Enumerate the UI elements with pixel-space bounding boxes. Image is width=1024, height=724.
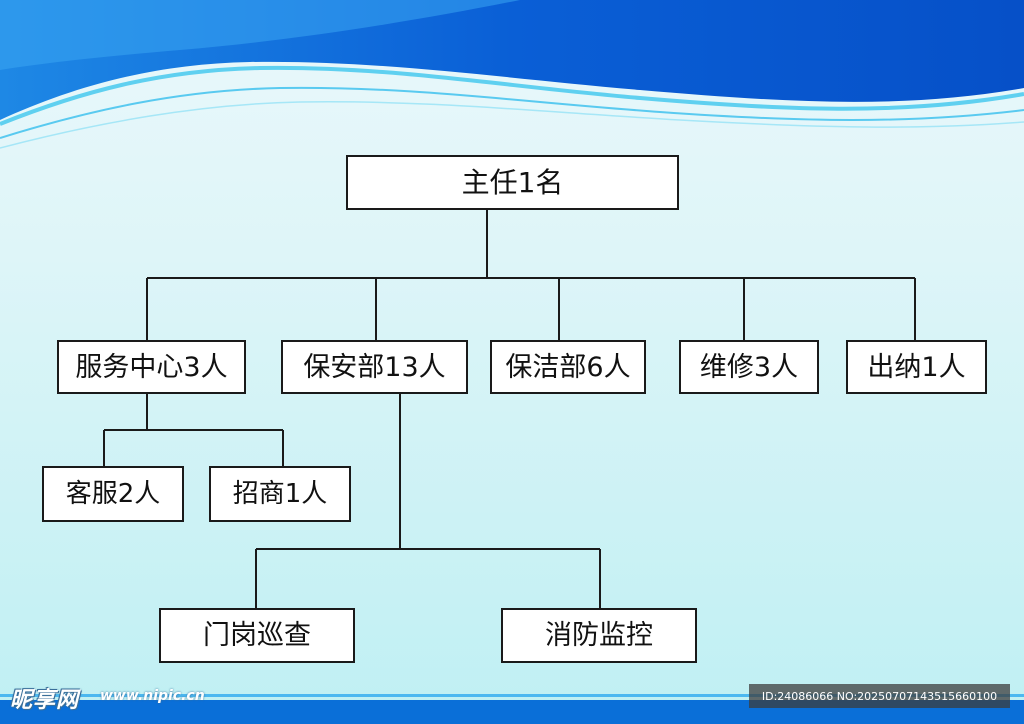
node-cashier: 出纳1人 — [846, 340, 987, 394]
node-director: 主任1名 — [346, 155, 679, 210]
node-fire-monitoring: 消防监控 — [501, 608, 697, 663]
footer-line — [0, 694, 1024, 697]
watermark-url: www.nipic.cn — [100, 688, 205, 704]
watermark-id: ID:24086066 NO:20250707143515660100 — [749, 684, 1010, 708]
connectors — [103, 209, 916, 609]
node-maintenance: 维修3人 — [679, 340, 819, 394]
node-service-center: 服务中心3人 — [57, 340, 246, 394]
node-leasing: 招商1人 — [209, 466, 351, 522]
watermark-logo: 昵享网 — [10, 688, 80, 713]
wave-line-3 — [0, 101, 1024, 149]
wave-line-1 — [0, 65, 1024, 126]
node-cleaning-dept: 保洁部6人 — [490, 340, 646, 394]
header-wave-highlight — [0, 0, 520, 70]
wave-line-2 — [0, 86, 1024, 139]
node-security-dept: 保安部13人 — [281, 340, 468, 394]
node-gate-patrol: 门岗巡查 — [159, 608, 355, 663]
node-customer-service: 客服2人 — [42, 466, 184, 522]
